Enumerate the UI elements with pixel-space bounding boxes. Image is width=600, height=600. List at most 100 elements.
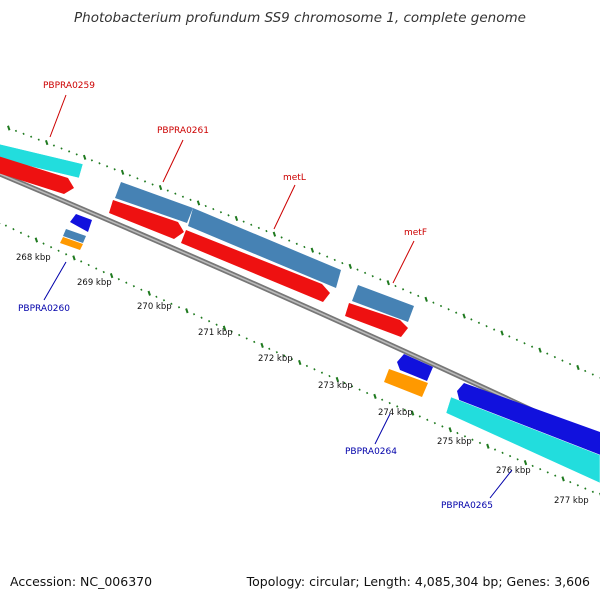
inner-track-minor-tick: [80, 260, 83, 263]
label-pbpra0265[interactable]: PBPRA0265: [441, 501, 493, 511]
outer-track-minor-tick: [242, 220, 245, 223]
genome-summary-label: Topology: circular; Length: 4,085,304 bp…: [246, 574, 590, 589]
outer-track-minor-tick: [303, 245, 306, 249]
outer-track-major-tick: [272, 231, 277, 237]
inner-track-minor-tick: [569, 480, 572, 484]
inner-track-minor-tick: [508, 454, 512, 458]
inner-track-minor-tick: [320, 371, 324, 374]
outer-track-major-tick: [386, 280, 390, 286]
gene-pbpra0259-cds[interactable]: [0, 143, 84, 179]
inner-track-major-tick: [298, 359, 302, 366]
label-pbpra0264[interactable]: PBPRA0264: [345, 447, 397, 457]
scale-label-273: 273 kbp: [318, 381, 353, 391]
outer-track-minor-tick: [288, 239, 291, 242]
inner-track-minor-tick: [441, 425, 444, 428]
outer-track-minor-tick: [379, 278, 382, 281]
inner-track-minor-tick: [155, 295, 158, 298]
inner-track-minor-tick: [132, 285, 135, 288]
gene-pbpra0260-arrow[interactable]: [70, 214, 92, 232]
outer-track-minor-tick: [364, 271, 367, 275]
gene-pbpra0259-arrow[interactable]: [0, 155, 74, 194]
inner-track-minor-tick: [305, 364, 309, 368]
inner-tick-track: [0, 222, 600, 496]
inner-track-major-tick: [109, 273, 114, 279]
outer-track-minor-tick: [394, 284, 397, 288]
outer-track-minor-tick: [523, 342, 526, 345]
outer-track-minor-tick: [174, 192, 177, 195]
inner-track-minor-tick: [19, 231, 23, 234]
inner-track-major-tick: [222, 325, 227, 331]
leader-metl: [273, 184, 296, 230]
outer-track-minor-tick: [591, 373, 594, 376]
inner-track-minor-tick: [275, 351, 278, 354]
label-pbpra0261[interactable]: PBPRA0261: [157, 126, 209, 136]
outer-track-minor-tick: [477, 321, 481, 324]
inner-track-minor-tick: [170, 302, 173, 305]
leader-pbpra0260: [43, 261, 67, 301]
gene-pbpra0260-orange[interactable]: [60, 237, 83, 250]
gene-metf-arrow[interactable]: [345, 303, 408, 337]
inner-track-minor-tick: [42, 242, 45, 245]
gene-metf-cds[interactable]: [352, 285, 414, 322]
gene-pbpra0261-arrow[interactable]: [109, 200, 184, 239]
map-title: Photobacterium profundum SS9 chromosome …: [74, 10, 526, 26]
outer-track-minor-tick: [485, 325, 488, 328]
outer-track-minor-tick: [60, 147, 63, 150]
inner-track-minor-tick: [290, 357, 293, 361]
outer-track-minor-tick: [553, 355, 556, 359]
label-leader-lines: [43, 94, 513, 499]
inner-track-minor-tick: [57, 249, 60, 252]
scale-label-271: 271 kbp: [198, 328, 233, 338]
inner-track-minor-tick: [200, 316, 203, 319]
label-metl[interactable]: metL: [283, 173, 306, 183]
inner-track-minor-tick: [546, 471, 549, 474]
outer-track-major-tick: [82, 154, 87, 160]
label-pbpra0259[interactable]: PBPRA0259: [43, 81, 95, 91]
leader-pbpra0261: [162, 139, 184, 183]
inner-track-minor-tick: [283, 354, 286, 357]
outer-track-minor-tick: [508, 335, 511, 338]
scale-label-277: 277 kbp: [554, 496, 589, 506]
gene-metl-cds[interactable]: [188, 208, 341, 288]
outer-track-minor-tick: [250, 223, 253, 226]
inner-track-minor-tick: [433, 421, 436, 425]
inner-track-major-tick: [523, 460, 528, 466]
label-metf[interactable]: metF: [404, 228, 427, 238]
outer-track-minor-tick: [212, 207, 215, 211]
outer-track-minor-tick: [318, 252, 321, 255]
leader-pbpra0264: [374, 413, 391, 445]
gene-pbpra0265-arrow[interactable]: [457, 383, 600, 457]
outer-track-minor-tick: [166, 189, 169, 192]
inner-track-minor-tick: [65, 253, 68, 256]
outer-track-minor-tick: [455, 311, 458, 314]
gene-pbpra0264-arrow[interactable]: [397, 354, 433, 381]
gene-pbpra0260-cds[interactable]: [63, 229, 86, 243]
outer-track-minor-tick: [584, 369, 587, 373]
inner-track-minor-tick: [456, 431, 459, 435]
outer-track-major-tick: [196, 200, 201, 206]
inner-track-minor-tick: [125, 281, 128, 284]
outer-track-minor-tick: [52, 144, 56, 147]
inner-track-minor-tick: [162, 299, 166, 302]
outer-track-major-tick: [538, 347, 542, 353]
inner-track-minor-tick: [471, 438, 474, 441]
outer-track-minor-tick: [136, 177, 139, 180]
outer-track-minor-tick: [333, 258, 336, 262]
outer-tick-track: [7, 125, 600, 379]
outer-track-minor-tick: [493, 328, 496, 331]
gene-metl-arrow[interactable]: [181, 230, 330, 302]
inner-track-major-tick: [185, 308, 189, 314]
label-pbpra0260[interactable]: PBPRA0260: [18, 304, 70, 314]
inner-track-major-tick: [72, 255, 76, 261]
inner-track-minor-tick: [463, 435, 467, 438]
outer-track-minor-tick: [30, 135, 33, 138]
inner-track-major-tick: [410, 410, 415, 416]
inner-track-minor-tick: [381, 398, 384, 401]
outer-track-major-tick: [234, 215, 239, 222]
gene-pbpra0265-cds[interactable]: [445, 396, 600, 484]
inner-track-minor-tick: [576, 484, 579, 487]
gene-pbpra0264-orange[interactable]: [384, 369, 428, 397]
inner-track-minor-tick: [350, 385, 354, 388]
inner-track-minor-tick: [207, 320, 211, 323]
gene-pbpra0261-cds[interactable]: [115, 182, 193, 223]
